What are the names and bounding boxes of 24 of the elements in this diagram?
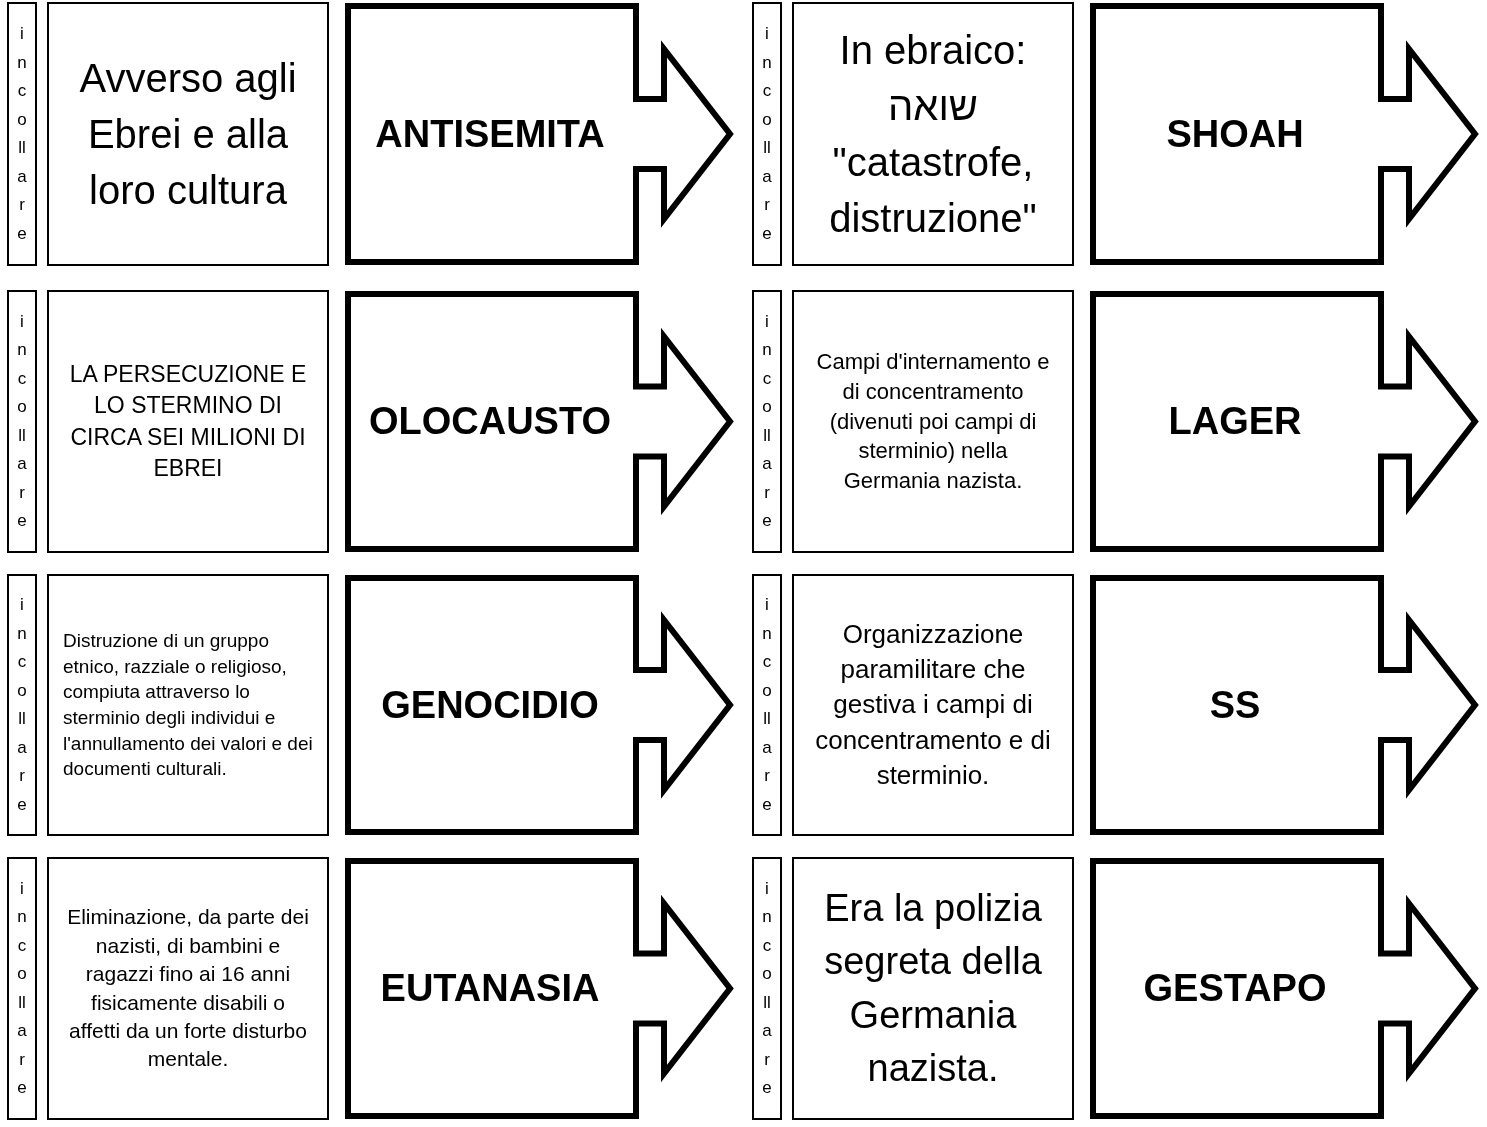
definition-card: Eliminazione, da parte dei nazisti, di bambini e ragazzi fino ai 16 anni fisicamente disabili o affetti da un forte disturbo mentale. <box>47 857 329 1120</box>
definition-card: LA PERSECUZIONE E LO STERMINO DI CIRCA SEI MILIONI DI EBREI <box>47 290 329 553</box>
term-arrow-card: SS <box>1089 574 1481 836</box>
definition-card: Era la polizia segreta della Germania nazista. <box>792 857 1074 1120</box>
definition-card: Campi d'internamento e di concentramento (divenuti poi campi di sterminio) nella Germania nazista. <box>792 290 1074 553</box>
glue-tab: incollare <box>752 574 782 836</box>
term-arrow-card: GESTAPO <box>1089 857 1481 1120</box>
term-arrow-card: ANTISEMITA <box>344 2 736 266</box>
definition-card: Organizzazione paramilitare che gestiva i campi di concentramento e di sterminio. <box>792 574 1074 836</box>
term-arrow-card: OLOCAUSTO <box>344 290 736 553</box>
definition-card: Distruzione di un gruppo etnico, razziale o religioso, compiuta attraverso lo sterminio degli individui e l'annullamento dei valori e dei documenti culturali. <box>47 574 329 836</box>
glue-tab: incollare <box>752 290 782 553</box>
term-arrow-card: GENOCIDIO <box>344 574 736 836</box>
term-arrow-card: SHOAH <box>1089 2 1481 266</box>
glue-tab: incollare <box>752 2 782 266</box>
definition-card: In ebraico: שואה "catastrofe, distruzione" <box>792 2 1074 266</box>
glue-tab: incollare <box>752 857 782 1120</box>
glue-tab: incollare <box>7 2 37 266</box>
term-arrow-card: EUTANASIA <box>344 857 736 1120</box>
glue-tab: incollare <box>7 857 37 1120</box>
glue-tab: incollare <box>7 290 37 553</box>
definition-card: Avverso agli Ebrei e alla loro cultura <box>47 2 329 266</box>
term-arrow-card: LAGER <box>1089 290 1481 553</box>
glue-tab: incollare <box>7 574 37 836</box>
